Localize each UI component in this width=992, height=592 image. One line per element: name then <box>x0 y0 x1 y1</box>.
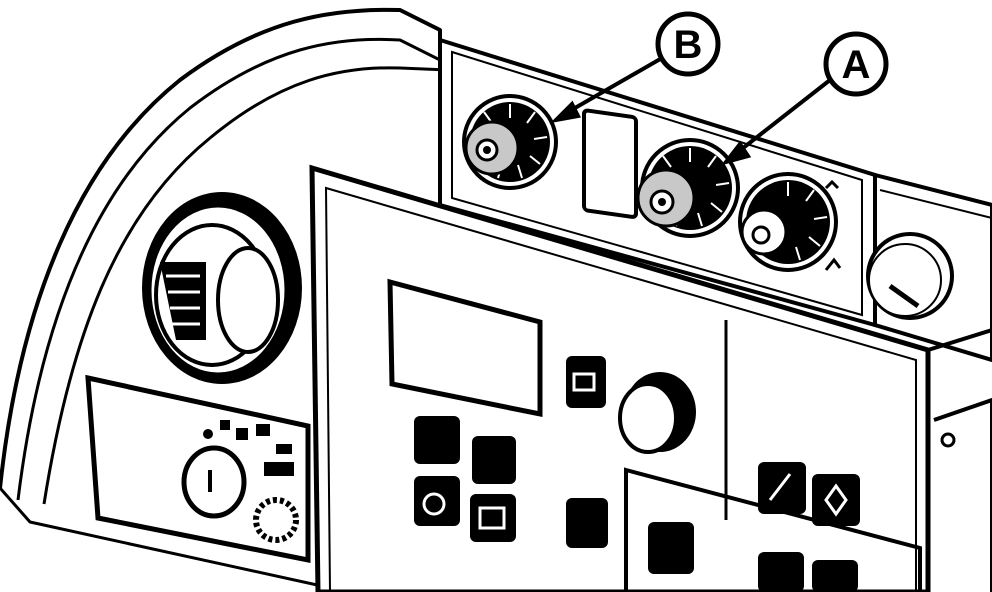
main-display <box>387 278 543 418</box>
defrost-gear-icon <box>253 497 299 543</box>
callout-b: B <box>655 11 721 77</box>
button-1[interactable] <box>414 416 460 464</box>
button-7[interactable] <box>758 462 806 514</box>
button-4[interactable] <box>470 494 516 542</box>
callout-b-label: B <box>674 23 703 67</box>
cab-trim <box>0 7 449 592</box>
button-2[interactable] <box>472 436 516 484</box>
knob-a[interactable] <box>636 138 740 238</box>
right-small-knob[interactable] <box>866 232 954 320</box>
button-6[interactable] <box>566 498 608 548</box>
callout-a-label: A <box>842 43 871 87</box>
left-button-group <box>414 356 608 548</box>
button-8[interactable] <box>812 474 860 526</box>
right-button-group <box>648 462 860 592</box>
temperature-sensor-icon <box>824 179 842 271</box>
fan-speed-dial-icon[interactable] <box>181 445 247 519</box>
temperature-knob[interactable] <box>738 172 838 272</box>
clock-icon[interactable] <box>414 476 460 526</box>
display-screen-icon <box>582 108 638 219</box>
fan-control-panel <box>85 374 311 564</box>
vent-outlet-icon[interactable] <box>142 192 302 384</box>
rotary-encoder-icon[interactable] <box>618 372 696 454</box>
button-11[interactable] <box>812 560 858 592</box>
menu-back-button-icon[interactable] <box>566 356 606 408</box>
knob-b[interactable] <box>462 94 558 190</box>
right-edge-panel <box>927 328 992 592</box>
button-9[interactable] <box>648 522 694 574</box>
button-10[interactable] <box>758 552 804 592</box>
callout-leaders <box>550 56 832 166</box>
callout-a: A <box>823 31 889 97</box>
